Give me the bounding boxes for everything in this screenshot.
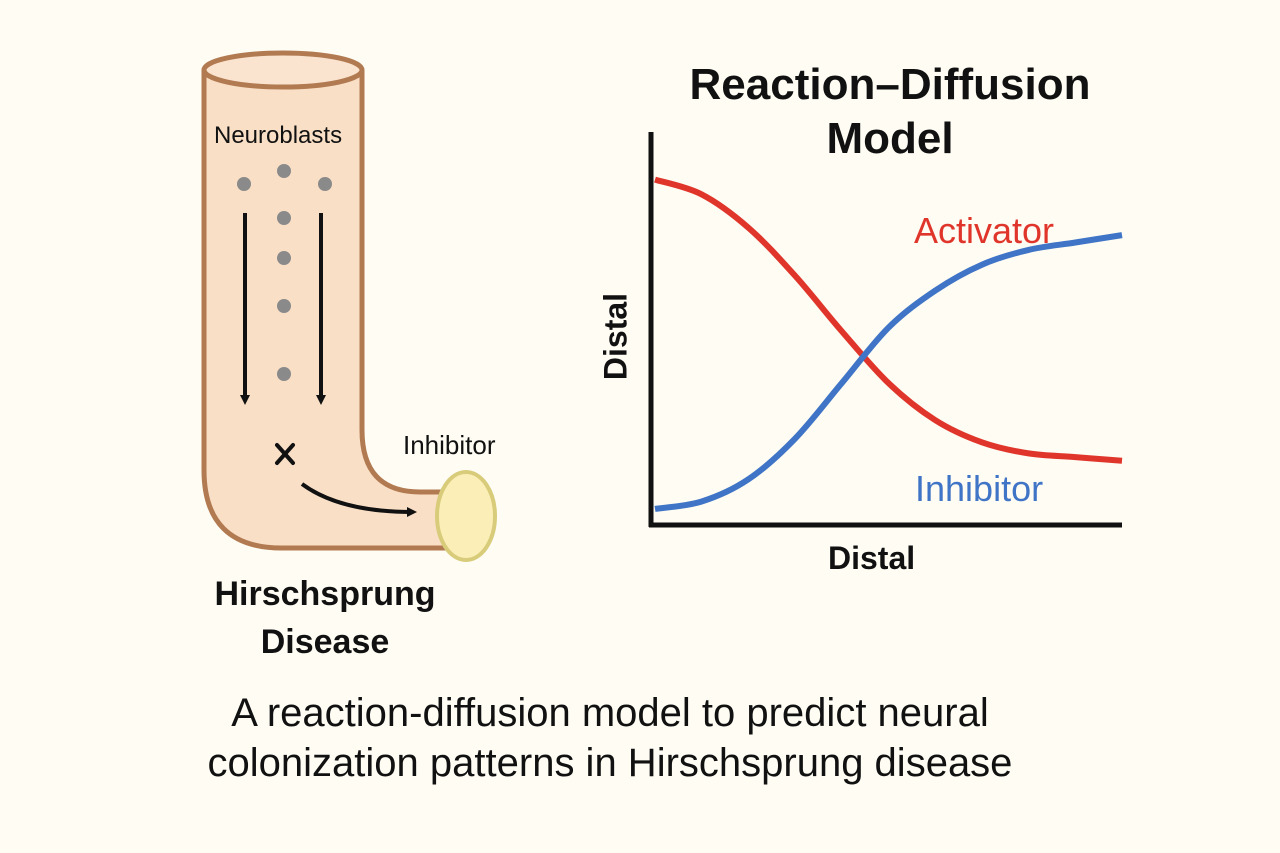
chart-title-line2: Model (826, 114, 954, 163)
caption-line1: A reaction-diffusion model to predict ne… (231, 691, 989, 735)
gut-opening (201, 50, 365, 90)
y-axis-label: Distal (597, 292, 634, 381)
caption-line2: colonization patterns in Hirschsprung di… (207, 741, 1013, 785)
neuroblast-dot (277, 164, 291, 178)
disease-title-line2: Disease (260, 623, 390, 661)
inhibitor-legend-label: Inhibitor (915, 468, 1044, 509)
neuroblast-dot (277, 367, 291, 381)
neuroblast-dot (277, 299, 291, 313)
figure-caption: A reaction-diffusion model to predict ne… (0, 688, 1220, 788)
disease-title-line1: Hirschsprung (214, 575, 436, 613)
neuroblast-dots (237, 164, 332, 381)
inhibitor-curve (654, 232, 1123, 512)
neuroblast-dot (318, 177, 332, 191)
chart-title-line1: Reaction–Diffusion (689, 60, 1091, 109)
neuroblast-dot (277, 251, 291, 265)
neuroblasts-label: Neuroblasts (214, 122, 343, 149)
chart-title: Reaction–Diffusion Model (630, 58, 1150, 166)
inhibitor-label: Inhibitor (403, 430, 496, 460)
neuroblast-dot (237, 177, 251, 191)
activator-curve (654, 176, 1123, 464)
blockage-x-icon (275, 443, 295, 465)
inhibitor-ganglion (435, 470, 497, 562)
x-axis-label: Distal (828, 540, 916, 576)
neuroblast-dot (277, 211, 291, 225)
activator-legend-label: Activator (914, 210, 1055, 251)
curved-arrow (300, 482, 417, 517)
chart-area (648, 132, 1123, 528)
disease-title: Hirschsprung Disease (170, 570, 480, 666)
